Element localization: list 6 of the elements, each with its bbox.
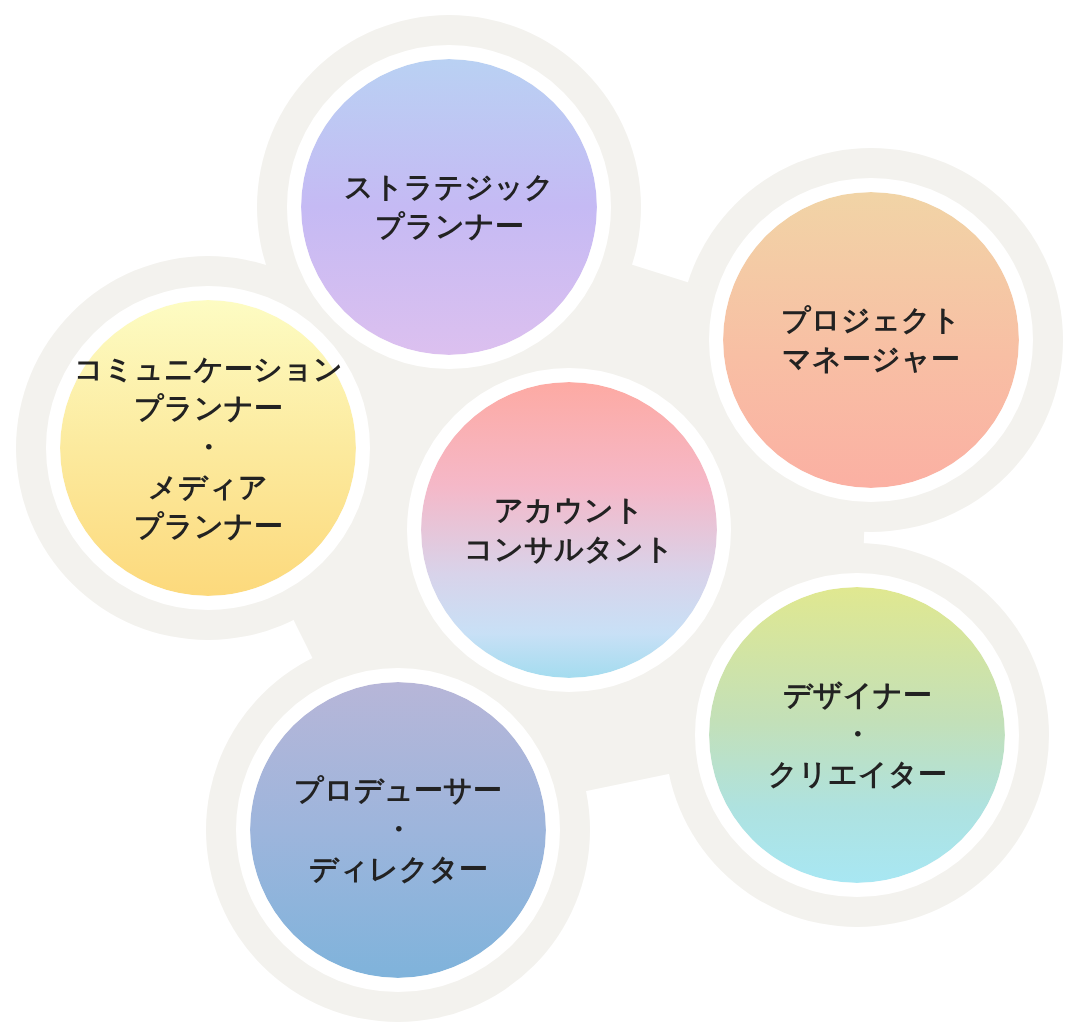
- role-label: プロジェクトマネージャー: [781, 301, 961, 378]
- role-label: デザイナー・クリエイター: [767, 677, 947, 793]
- role-label: ストラテジックプランナー: [344, 168, 554, 245]
- role-label: コミュニケーションプランナー・メディアプランナー: [73, 351, 343, 545]
- role-label: アカウントコンサルタント: [464, 491, 674, 568]
- role-label: プロデューサー・ディレクター: [294, 772, 502, 888]
